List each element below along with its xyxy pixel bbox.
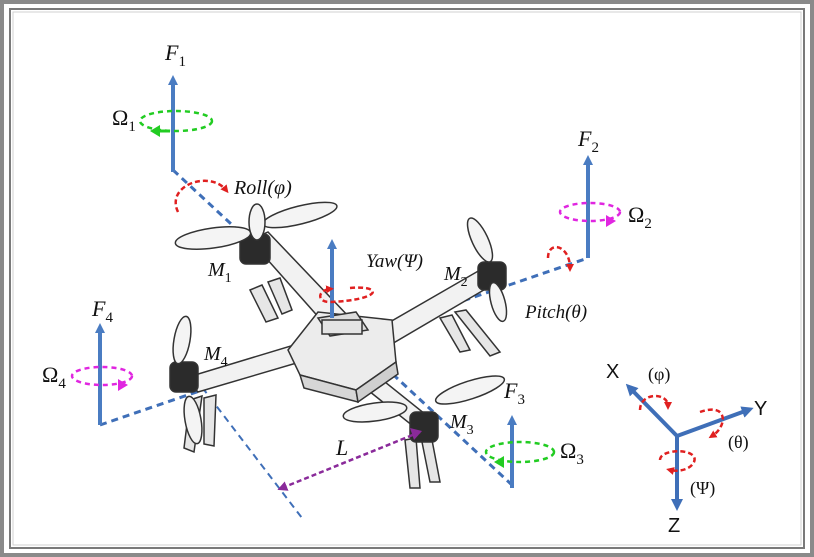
propellers: [172, 201, 508, 445]
pitch-arrow: [546, 245, 574, 272]
thrust-arrows: [95, 75, 593, 488]
label-axis-x: X: [606, 361, 619, 383]
body-frame-rotations: [638, 394, 725, 475]
frame-axis-y: [676, 406, 754, 438]
label-pitch: Pitch(θ): [524, 302, 587, 323]
label-arm-length: L: [335, 435, 348, 460]
label-axis-z: Z: [668, 515, 680, 537]
label-f4: F4: [91, 296, 113, 326]
label-m4: M4: [203, 343, 228, 370]
motors: [169, 233, 507, 443]
arm-length-arrow: [277, 430, 421, 491]
label-f2: F2: [577, 126, 599, 156]
spin-indicators: [70, 109, 622, 468]
arm-length-arrowhead-start: [410, 428, 422, 440]
frame-axis-x: [625, 383, 679, 438]
spin-o1: [138, 109, 214, 133]
label-axis-phi: (φ): [648, 364, 670, 385]
label-m3: M3: [449, 411, 474, 438]
label-omega4: Ω4: [42, 362, 66, 392]
label-m2: M2: [443, 263, 468, 290]
label-omega1: Ω1: [112, 105, 136, 135]
spin-o2: [558, 201, 622, 223]
frame-theta-arrow: [699, 408, 725, 439]
yaw-arrow: [319, 285, 374, 304]
frame-psi-arrow: [658, 450, 696, 475]
frame-phi-arrow: [638, 394, 672, 411]
label-omega2: Ω2: [628, 202, 652, 232]
label-yaw: Yaw(Ψ): [366, 251, 423, 272]
spin-o4: [70, 365, 134, 387]
label-roll: Roll(φ): [233, 177, 292, 199]
label-axis-y: Y: [754, 398, 767, 420]
label-f3: F3: [503, 378, 525, 408]
spin-o3: [484, 440, 556, 464]
roll-arrow: [174, 179, 229, 213]
angle-arrows: [174, 179, 574, 304]
label-omega3: Ω3: [560, 438, 584, 468]
label-axis-psi: (Ψ): [690, 478, 715, 499]
drone-body: [169, 201, 508, 489]
label-f1: F1: [164, 40, 186, 70]
label-axis-theta: (θ): [728, 432, 749, 453]
label-m1: M1: [207, 259, 232, 286]
